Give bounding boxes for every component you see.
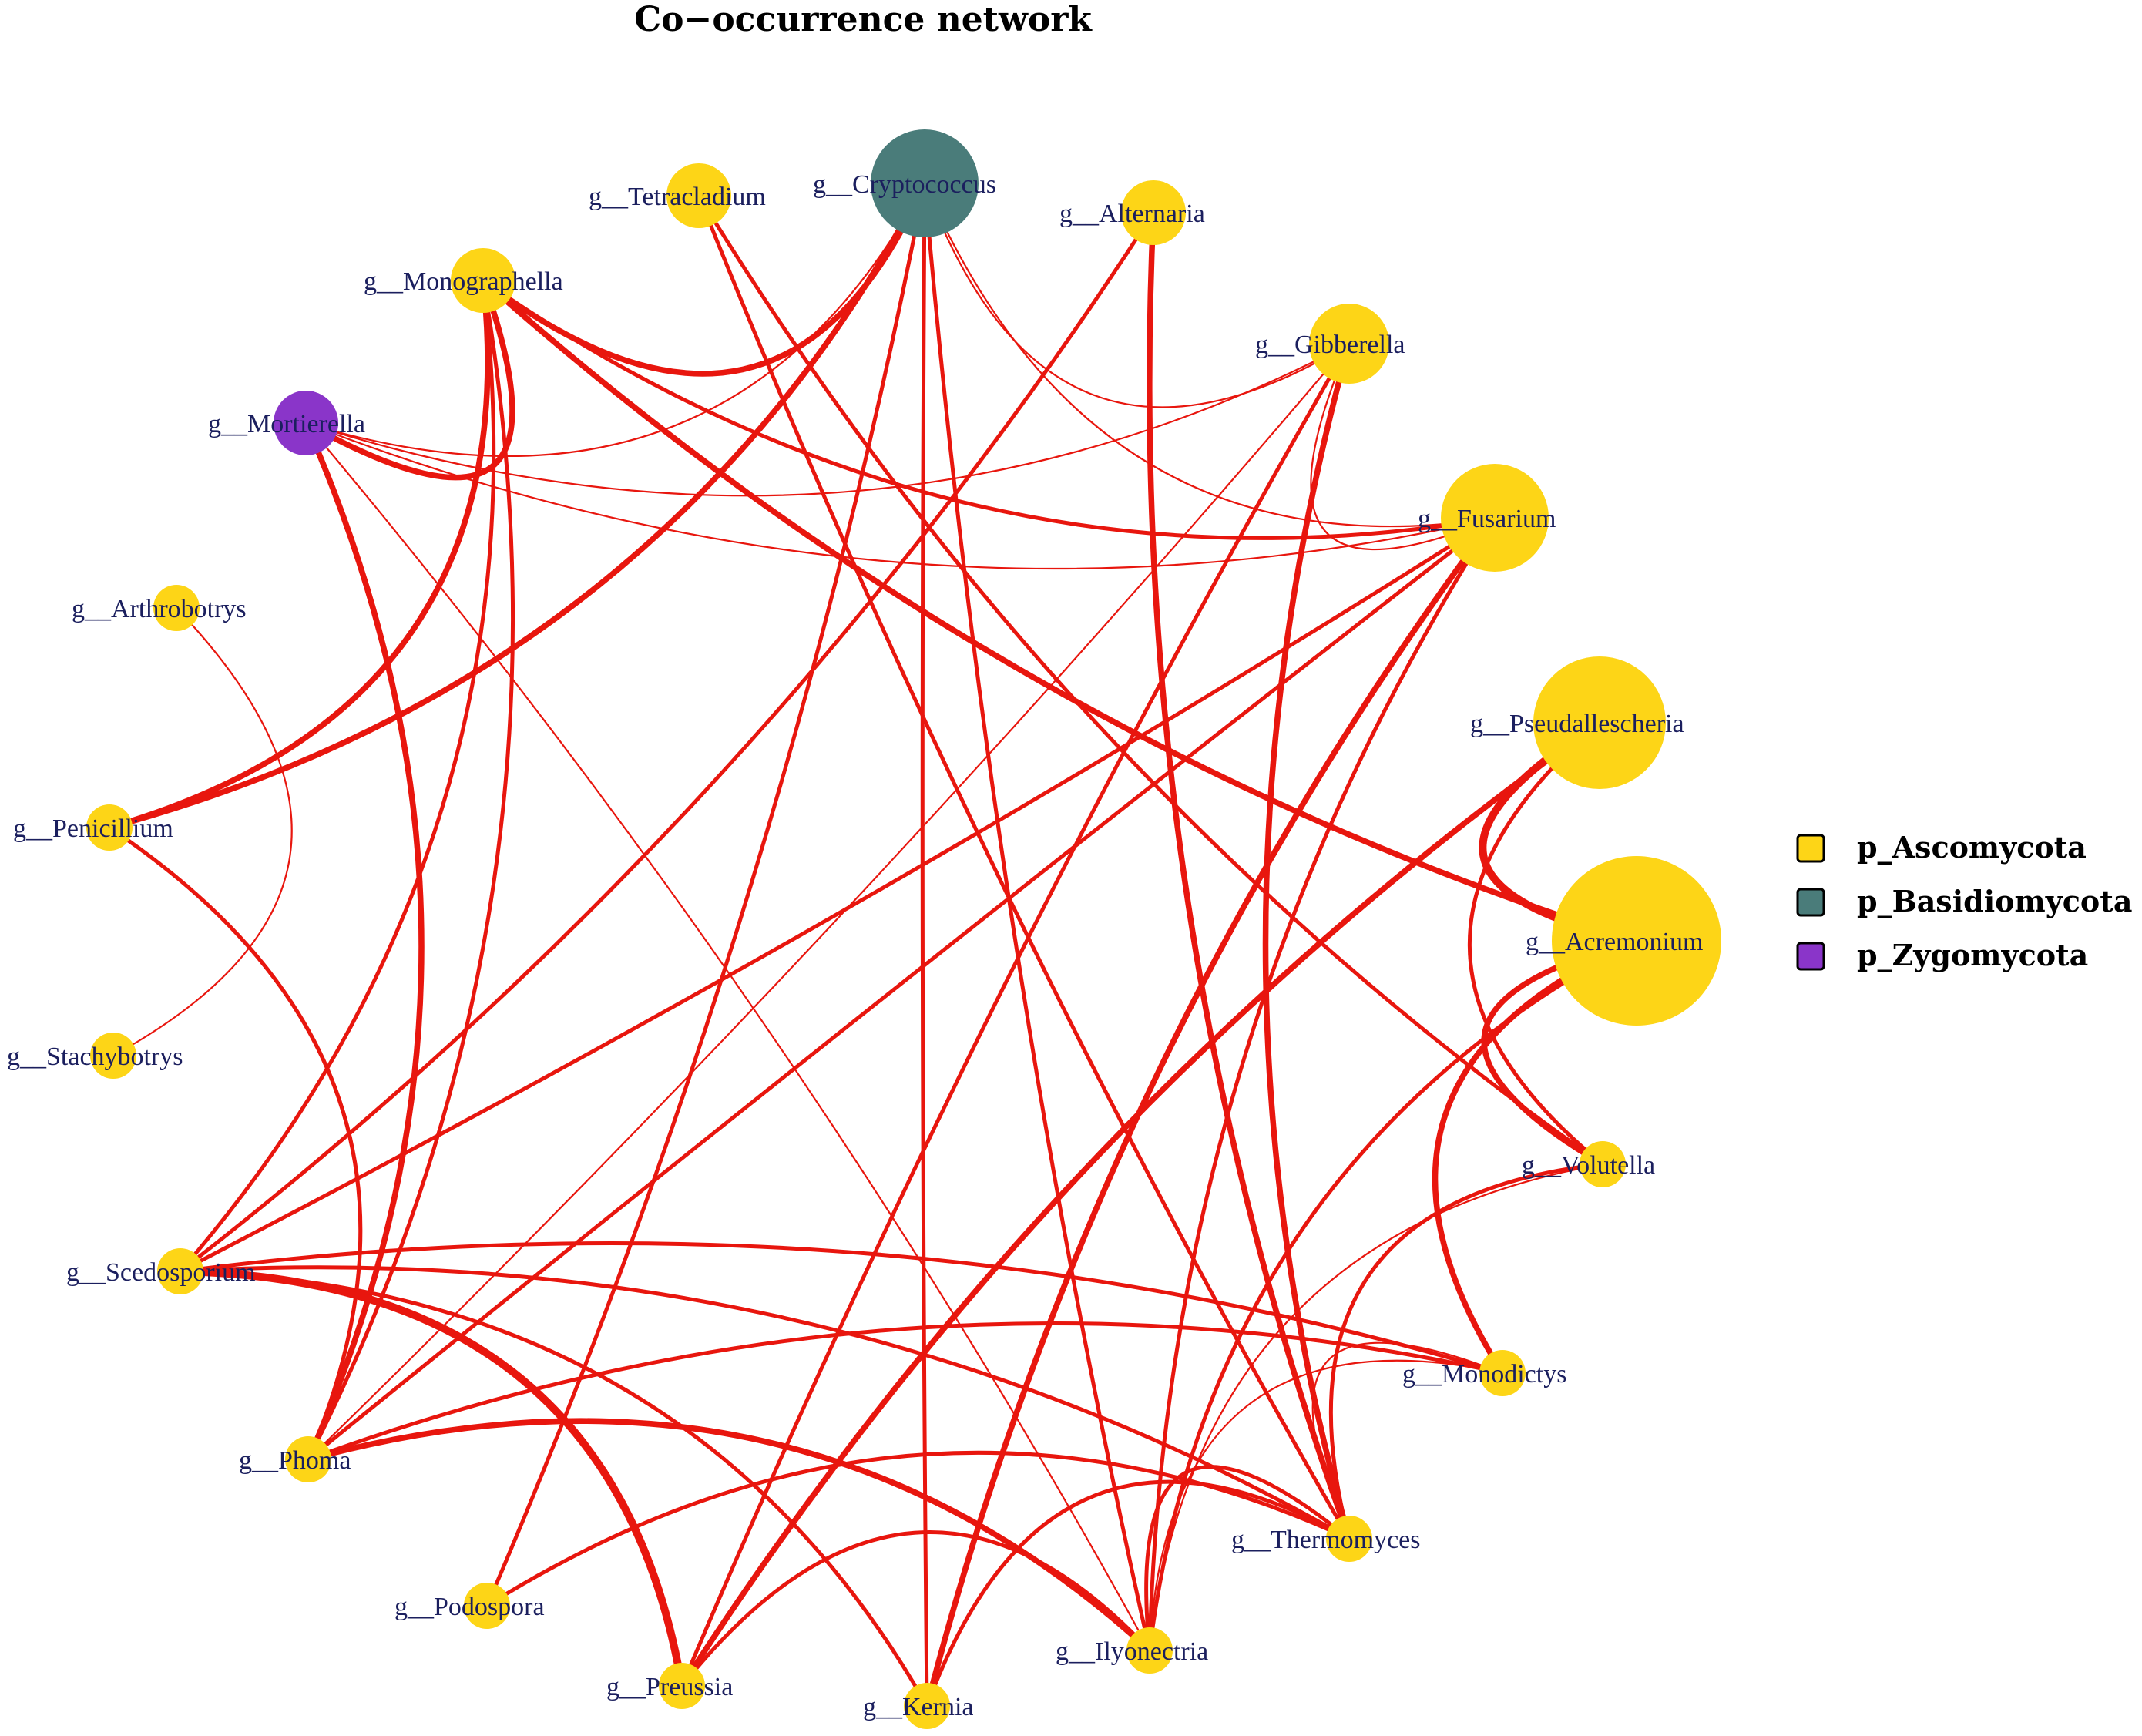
node-label-thermomyces: g__Thermomyces: [1231, 1526, 1421, 1554]
edge-fusarium-scedosporium: [178, 515, 1497, 1274]
node-stachybotrys: [90, 1033, 136, 1079]
node-mortierella: [274, 391, 338, 455]
node-acremonium: [1552, 856, 1721, 1026]
edge-tetracladium-volutella: [697, 193, 1605, 1167]
edge-monographella-fusarium: [481, 278, 1497, 540]
edge-scedosporium-monodictys: [178, 1241, 1505, 1375]
node-label-arthrobotrys: g__Arthrobotrys: [72, 595, 247, 623]
node-label-ilyonectria: g__Ilyonectria: [1056, 1637, 1208, 1666]
node-volutella: [1580, 1141, 1626, 1187]
node-tetracladium: [666, 163, 731, 228]
node-label-volutella: g__Volutella: [1522, 1151, 1655, 1180]
node-label-monographella: g__Monographella: [364, 267, 563, 296]
node-ilyonectria: [1126, 1627, 1173, 1674]
node-penicillium: [86, 804, 133, 851]
edge-volutella-thermomyces: [1328, 1162, 1605, 1541]
edge-alternaria-scedosporium: [178, 210, 1156, 1274]
legend-label: p_Basidiomycota: [1857, 884, 2132, 918]
node-label-monodictys: g__Monodictys: [1402, 1360, 1566, 1388]
edge-layer: [106, 180, 1640, 1709]
edge-mortierella-cryptococcus: [304, 182, 926, 457]
node-label-gibberella: g__Gibberella: [1255, 331, 1405, 359]
node-phoma: [285, 1436, 331, 1482]
node-label-mortierella: g__Mortierella: [208, 410, 365, 438]
edge-penicillium-phoma: [107, 825, 363, 1462]
node-label-scedosporium: g__Scedosporium: [66, 1258, 256, 1287]
node-cryptococcus: [871, 129, 979, 237]
node-label-podospora: g__Podospora: [394, 1593, 545, 1621]
edge-thermomyces-kernia: [925, 1479, 1351, 1708]
edge-podospora-thermomyces: [485, 1450, 1351, 1608]
node-kernia: [904, 1683, 950, 1729]
node-fusarium: [1441, 464, 1549, 572]
edge-monographella-scedosporium: [178, 278, 496, 1274]
node-arthrobotrys: [153, 585, 200, 631]
node-alternaria: [1121, 180, 1186, 245]
node-scedosporium: [157, 1248, 203, 1294]
edge-thermomyces-ilyonectria: [1144, 1465, 1351, 1653]
edge-cryptococcus-podospora: [485, 181, 927, 1608]
legend-swatch: [1796, 834, 1825, 863]
node-gibberella: [1309, 304, 1389, 384]
node-label-penicillium: g__Penicillium: [13, 814, 173, 843]
edge-mortierella-ilyonectria: [304, 421, 1151, 1652]
edge-fusarium-ilyonectria: [1147, 515, 1497, 1653]
node-label-tetracladium: g__Tetracladium: [589, 183, 766, 211]
edge-cryptococcus-gibberella: [923, 182, 1351, 408]
edge-phoma-monodictys: [306, 1321, 1505, 1462]
edge-monographella-phoma: [306, 278, 515, 1462]
edge-acremonium-monodictys: [1432, 938, 1640, 1376]
edge-mortierella-phoma: [303, 420, 425, 1462]
edge-monodictys-ilyonectria: [1148, 1359, 1504, 1652]
legend-label: p_Zygomycota: [1857, 938, 2088, 972]
edge-scedosporium-thermomyces: [178, 1265, 1351, 1541]
edge-arthrobotrys-stachybotrys: [112, 606, 293, 1057]
edge-alternaria-thermomyces: [1147, 210, 1352, 1542]
node-label-cryptococcus: g__Cryptococcus: [813, 170, 996, 199]
node-thermomyces: [1326, 1516, 1372, 1562]
edge-cryptococcus-kernia: [920, 181, 929, 1708]
edge-cryptococcus-ilyonectria: [922, 181, 1152, 1653]
edge-preussia-ilyonectria: [680, 1530, 1152, 1688]
edge-volutella-ilyonectria: [1148, 1163, 1604, 1652]
diagram-title: Co−occurrence network: [634, 0, 1093, 39]
node-label-fusarium: g__Fusarium: [1418, 505, 1556, 533]
edge-monographella-acremonium: [480, 277, 1640, 944]
edge-scedosporium-kernia: [178, 1269, 929, 1708]
node-preussia: [659, 1663, 705, 1709]
edge-gibberella-thermomyces: [1262, 341, 1352, 1542]
edge-gibberella-preussia: [680, 341, 1351, 1688]
edge-gibberella-fusarium: [1310, 342, 1496, 551]
node-label-alternaria: g__Alternaria: [1059, 200, 1205, 228]
edge-monodictys-thermomyces: [1311, 1341, 1504, 1540]
legend-swatch: [1796, 888, 1825, 917]
node-monographella: [451, 248, 515, 313]
node-label-kernia: g__Kernia: [863, 1693, 974, 1721]
edge-cryptococcus-fusarium: [923, 182, 1496, 528]
node-label-acremonium: g__Acremonium: [1526, 928, 1703, 956]
legend: p_Ascomycota p_Basidiomycota p_Zygomycota: [1796, 830, 2132, 972]
edge-pseudallescheria-volutella: [1468, 720, 1605, 1167]
node-layer: [86, 129, 1721, 1729]
node-label-stachybotrys: g__Stachybotrys: [7, 1043, 183, 1071]
node-podospora: [464, 1583, 510, 1629]
label-layer: g__Cryptococcus g__Tetracladium g__Alterna…: [7, 170, 1703, 1721]
edge-cryptococcus-penicillium: [106, 180, 928, 831]
edge-monographella-penicillium: [106, 277, 491, 831]
legend-label: p_Ascomycota: [1857, 830, 2087, 865]
edge-fusarium-phoma: [306, 515, 1497, 1462]
edge-pseudallescheria-preussia: [679, 720, 1603, 1689]
node-label-phoma: g__Phoma: [239, 1446, 351, 1475]
node-pseudallescheria: [1533, 656, 1666, 789]
edge-scedosporium-preussia: [176, 1268, 686, 1690]
edge-acremonium-ilyonectria: [1147, 939, 1639, 1653]
edge-tetracladium-thermomyces: [697, 193, 1351, 1541]
node-label-preussia: g__Preussia: [606, 1673, 733, 1701]
legend-swatch: [1796, 942, 1825, 971]
node-monodictys: [1479, 1350, 1526, 1396]
edge-fusarium-kernia: [924, 515, 1498, 1709]
node-label-pseudallescheria: g__Pseudallescheria: [1470, 710, 1684, 738]
edge-mortierella-gibberella: [304, 342, 1351, 497]
